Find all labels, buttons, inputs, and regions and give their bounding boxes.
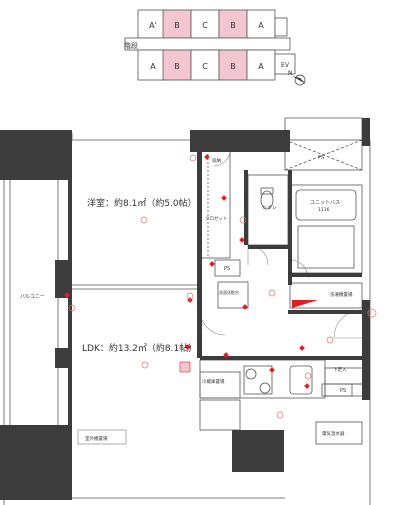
key-unit-bottom-5 (246, 49, 276, 81)
storage-label: 収納 (212, 157, 221, 164)
key-ev-label: EV (281, 62, 290, 69)
balcony-wall (68, 140, 72, 498)
column-bottom-left (0, 425, 72, 500)
wall-toilet-bottom (248, 245, 288, 249)
key-unit-bottom-label-2: B (174, 62, 180, 71)
unit-bath-label: ユニットバス (310, 200, 340, 206)
washroom-label: 洗濯機置場 (330, 291, 353, 298)
wall-closet-left (197, 140, 202, 358)
partition-wall-stub (55, 260, 70, 298)
outlet-mark (179, 361, 191, 373)
key-unit-bottom-label-5: A (258, 62, 264, 71)
key-unit-bottom-4 (218, 49, 248, 81)
wall-toilet-left (244, 170, 248, 245)
key-unit-bottom-2 (162, 49, 192, 81)
wall-bath-bottom (290, 273, 362, 277)
closet-label: クロゼット (205, 215, 228, 222)
key-unit-top-label-1: A' (149, 21, 157, 30)
outdoor-unit-box (77, 429, 127, 445)
ps-right-label: PS (340, 388, 346, 394)
key-unit-bottom-3 (190, 49, 220, 81)
wall-washroom-bottom (288, 310, 364, 314)
ldk-label: LDK：約13.2㎡（約8.1帖） (82, 342, 197, 354)
door-swings (199, 149, 363, 339)
key-unit-top-label-2: B (174, 21, 180, 30)
wall-right-mid (362, 300, 370, 400)
key-balcony-stub (274, 17, 288, 37)
key-unit-top-label-4: B (230, 21, 236, 30)
key-plan (124, 9, 296, 81)
sensor-markers (68, 154, 377, 419)
key-unit-top-label-5: A (258, 21, 264, 30)
key-plan-labels: A' B C B A A B C B A 階段 EV (124, 21, 290, 71)
column-bottom-center (232, 430, 284, 472)
washroom-drain-mark (292, 300, 318, 308)
key-unit-top-label-3: C (202, 21, 208, 30)
key-ev-box (274, 53, 296, 75)
north-arrow-icon: N (288, 70, 306, 86)
ps-top-label: PS (318, 155, 324, 161)
ps-left-label: PS (224, 266, 230, 272)
balcony-label: バルコニー (20, 294, 45, 300)
wall-bath-left (288, 170, 292, 285)
column-top-center (190, 130, 290, 152)
north-label: N (288, 70, 293, 77)
unit-bath-size: 1116 (318, 207, 330, 213)
column-top-left (0, 130, 72, 180)
key-stair-label: 階段 (124, 41, 138, 50)
key-corridor (124, 37, 291, 51)
room-labels: 洋室：約8.1㎡（約5.0帖） LDK：約13.2㎡（約8.1帖） バルコニー … (20, 155, 353, 442)
outdoor-unit-label: 室外機置場 (85, 435, 108, 442)
wall-right-top (362, 118, 370, 146)
key-unit-bottom-label-4: B (230, 62, 236, 71)
toilet-label: トイレ (262, 205, 277, 211)
electrical-markers (64, 154, 310, 389)
partition-wall-stub-2 (55, 348, 70, 368)
wall-kitchen-top (200, 356, 365, 360)
key-unit-top-2 (162, 9, 192, 39)
shoe-box-label: 下足入 (333, 367, 347, 373)
walls (0, 118, 370, 500)
key-unit-bottom-label-3: C (202, 62, 208, 71)
key-unit-bottom-label-1: A (150, 62, 156, 71)
water-heater-label: 電気温水器 (322, 430, 345, 437)
fridge-label: 冷蔵庫置場 (202, 378, 225, 385)
western-room-label: 洋室：約8.1㎡（約5.0帖） (87, 197, 197, 209)
wash-basin-label: 洗面化粧台 (219, 289, 239, 295)
